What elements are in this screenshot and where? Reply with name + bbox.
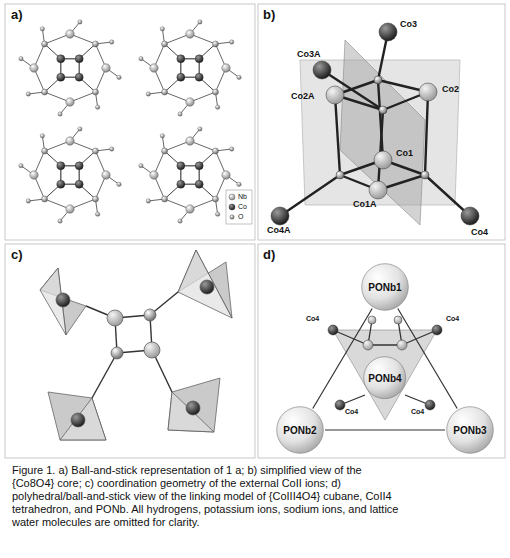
node-label: PONb4: [368, 373, 401, 384]
panel-letter: b): [262, 8, 276, 21]
pon-sphere: PONb2: [276, 406, 324, 454]
linking-model-inner: [328, 316, 442, 420]
ball-and-stick-structure: [19, 20, 241, 224]
panel-frames: [5, 4, 505, 458]
atom-label: Co4: [470, 228, 489, 237]
external-co-tetrahedra: [40, 250, 232, 440]
panel-letter: a): [10, 8, 24, 21]
node-label: PONb2: [283, 425, 316, 436]
panel-letter: c): [10, 248, 24, 261]
atom-label: Co4: [410, 408, 425, 415]
atom-label: Co2A: [290, 92, 316, 101]
atom-label: Co3A: [296, 50, 322, 59]
figure-caption: Figure 1. a) Ball-and-stick representati…: [12, 464, 404, 529]
legend-text: O: [238, 213, 243, 220]
pon-sphere: PONb3: [446, 406, 494, 454]
atom-label: Co1: [395, 149, 414, 158]
tetrahedron-edge: [313, 308, 372, 408]
atom-label: Co1A: [352, 200, 378, 209]
node-label: PONb1: [368, 282, 401, 293]
atom-label: Co4A: [266, 226, 292, 235]
legend-text: Nb: [238, 193, 247, 200]
atom-label: Co4: [344, 408, 359, 415]
atom-label: Co2: [441, 85, 460, 94]
node-label: PONb3: [453, 425, 486, 436]
tetrahedron-edge: [325, 429, 445, 430]
atom-label: Co4: [445, 315, 460, 322]
tetrahedron-edge: [398, 308, 457, 408]
co8o4-core: [271, 23, 479, 225]
atom-label: Co3: [399, 20, 418, 29]
legend-samples: [226, 190, 252, 224]
pon-sphere: PONb1: [361, 263, 409, 311]
legend-text: Co: [238, 203, 247, 210]
panel-letter: d): [262, 248, 276, 261]
atom-label: Co4: [305, 315, 320, 322]
pon-sphere: PONb4: [363, 356, 406, 399]
